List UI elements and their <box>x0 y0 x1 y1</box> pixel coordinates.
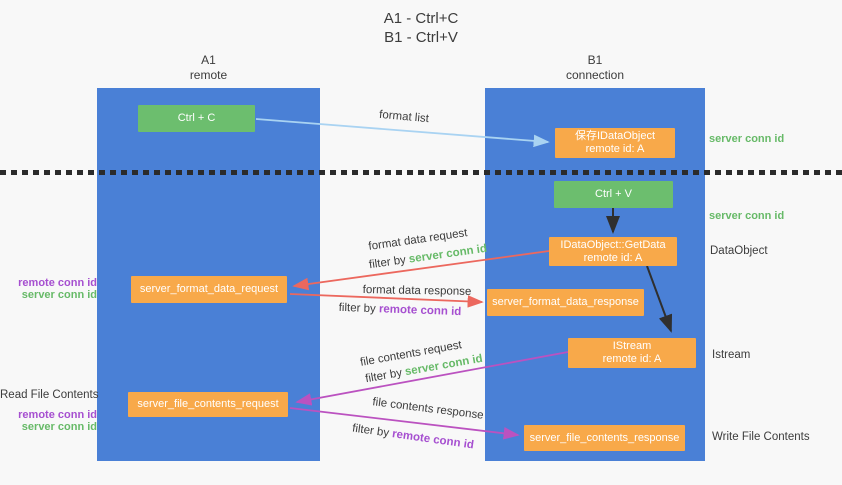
label-format-data-response: format data response <box>362 284 472 298</box>
label-write-file-contents: Write File Contents <box>712 431 810 443</box>
diagram-title: A1 - Ctrl+C B1 - Ctrl+V <box>0 9 842 47</box>
node-server-format-data-response: server_format_data_response <box>487 289 644 316</box>
node-ctrl-v-label: Ctrl + V <box>595 188 632 200</box>
label-dataobject: DataObject <box>710 245 768 257</box>
node-save-idataobject-line1: 保存IDataObject <box>574 130 656 142</box>
filter-by-text: filter by <box>338 301 380 316</box>
label-server-conn-id-left-bottom: server conn id <box>21 421 97 433</box>
column-a1-name: A1 <box>201 53 216 67</box>
label-conn-ids-left-bottom: remote conn id server conn id <box>0 409 97 433</box>
column-b1-name: B1 <box>587 53 603 67</box>
node-idataobject-getdata-line2: remote id: A <box>583 251 643 264</box>
node-server-file-contents-response-label: server_file_contents_response <box>529 431 680 444</box>
node-save-idataobject-line2: remote id: A <box>585 143 645 155</box>
label-remote-conn-id-left-top: remote conn id <box>18 277 97 289</box>
node-server-format-data-request: server_format_data_request <box>131 276 287 303</box>
node-server-format-data-request-label: server_format_data_request <box>139 283 279 295</box>
arrow-format-data-response <box>289 293 484 308</box>
label-server-conn-id-left-top: server conn id <box>21 289 97 301</box>
title-line-2: B1 - Ctrl+V <box>384 29 458 46</box>
title-line-1: A1 - Ctrl+C <box>383 10 459 27</box>
node-server-file-contents-request-label: server_file_contents_request <box>137 398 279 410</box>
node-ctrl-v: Ctrl + V <box>554 181 673 208</box>
node-server-file-contents-request: server_file_contents_request <box>128 392 288 417</box>
node-server-file-contents-response: server_file_contents_response <box>524 425 685 451</box>
node-istream: IStream remote id: A <box>568 338 696 368</box>
node-server-format-data-response-label: server_format_data_response <box>492 296 639 308</box>
arrow-file-contents-request <box>295 351 569 406</box>
arrow-file-contents-response <box>289 407 520 440</box>
label-server-conn-id-top-right: server conn id <box>709 133 785 145</box>
label-read-file-contents: Read File Contents <box>0 389 99 401</box>
label-server-conn-id-mid-right: server conn id <box>709 210 785 222</box>
arrow-format-data-request <box>292 250 550 291</box>
phase-divider-dashed-line <box>0 170 842 175</box>
node-idataobject-getdata: IDataObject::GetData remote id: A <box>549 237 677 266</box>
node-istream-line1: IStream <box>612 340 652 352</box>
column-header-b1: B1 connection <box>485 53 705 83</box>
arrow-getdata-to-istream <box>646 265 673 333</box>
label-istream: Istream <box>712 349 751 361</box>
node-ctrl-c-label: Ctrl + C <box>177 112 216 124</box>
arrow-format-list <box>255 118 550 148</box>
node-idataobject-getdata-line1: IDataObject::GetData <box>560 238 666 251</box>
node-istream-line2: remote id: A <box>602 353 662 365</box>
node-ctrl-c: Ctrl + C <box>138 105 255 132</box>
label-conn-ids-left-top: remote conn id server conn id <box>0 277 97 301</box>
column-a1-subtitle: remote <box>189 68 228 82</box>
column-header-a1: A1 remote <box>97 53 320 83</box>
column-b1-subtitle: connection <box>565 68 625 82</box>
node-save-idataobject: 保存IDataObject remote id: A <box>555 128 675 158</box>
label-remote-conn-id-left-bottom: remote conn id <box>18 409 97 421</box>
